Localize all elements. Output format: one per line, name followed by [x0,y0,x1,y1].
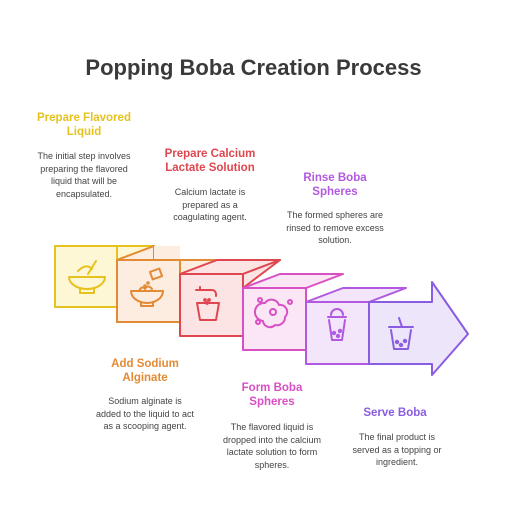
step-1-title: Prepare Flavored Liquid [37,112,131,138]
faucet-bucket-icon [195,286,220,321]
bowl-powder-icon [130,267,164,307]
diagram-title: Popping Boba Creation Process [85,55,422,80]
step-2-description: Sodium alginate is added to the liquid t… [95,396,195,431]
spheres-icon [254,297,293,329]
panel-6-arrow [368,281,469,376]
step-3-title: Prepare Calcium Lactate Solution [164,148,256,174]
boba-cup-lid-icon [327,308,347,341]
step-3-description: Calcium lactate is prepared as a coagula… [173,187,247,222]
step-2-title: Add Sodium Alginate [111,358,179,384]
step-4-description: The flavored liquid is dropped into the … [222,422,322,470]
bowl-spoon-icon [68,260,106,294]
step-6-title: Serve Boba [363,407,427,419]
step-5-title: Rinse Boba Spheres [303,172,367,198]
step-6-description: The final product is served as a topping… [352,432,442,467]
panel-5 [305,287,407,365]
step-5-description: The formed spheres are rinsed to remove … [286,210,384,245]
step-1-description: The initial step involves preparing the … [37,151,131,199]
step-4-title: Form Boba Spheres [241,382,303,408]
boba-cup-straw-icon [388,317,414,350]
